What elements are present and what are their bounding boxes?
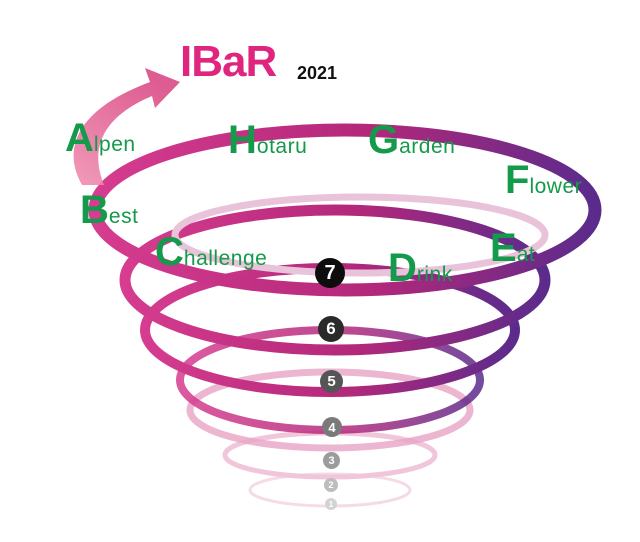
level-badge-6: 6 — [318, 316, 344, 342]
word-eat: Eat — [490, 228, 535, 268]
level-badge-4: 4 — [322, 417, 342, 437]
word-garden-rest: arden — [399, 135, 456, 158]
level-badge-7: 7 — [315, 258, 345, 288]
word-drink: Drink — [388, 248, 453, 288]
word-garden-initial: G — [368, 118, 400, 162]
word-flower: Flower — [505, 160, 582, 200]
ring-7-inner — [171, 193, 549, 277]
level-badge-5: 5 — [320, 370, 343, 393]
word-challenge-rest: hallenge — [183, 247, 268, 270]
word-eat-initial: E — [490, 226, 517, 270]
word-drink-rest: rink — [416, 263, 453, 286]
level-badge-3: 3 — [323, 452, 340, 469]
word-alpen: Alpen — [65, 118, 136, 158]
ring-6 — [119, 204, 551, 356]
word-garden: Garden — [368, 120, 455, 160]
word-challenge-initial: C — [155, 230, 184, 274]
word-flower-initial: F — [505, 158, 530, 202]
ring-7 — [88, 123, 602, 297]
word-best: Best — [80, 190, 138, 230]
level-badge-2: 2 — [324, 478, 338, 492]
word-eat-rest: at — [516, 243, 536, 266]
brand-year: 2021 — [297, 63, 338, 83]
rising-arrow — [73, 68, 180, 185]
word-alpen-initial: A — [65, 116, 94, 160]
word-best-rest: est — [108, 205, 139, 228]
level-badge-1: 1 — [325, 498, 337, 510]
word-alpen-rest: lpen — [93, 133, 136, 156]
word-hotaru: Hotaru — [228, 120, 307, 160]
word-best-initial: B — [80, 188, 109, 232]
word-flower-rest: lower — [529, 175, 583, 198]
word-hotaru-rest: otaru — [256, 135, 308, 158]
word-challenge: Challenge — [155, 232, 267, 272]
word-drink-initial: D — [388, 246, 417, 290]
brand-title: IBaR — [180, 37, 277, 86]
word-hotaru-initial: H — [228, 118, 257, 162]
